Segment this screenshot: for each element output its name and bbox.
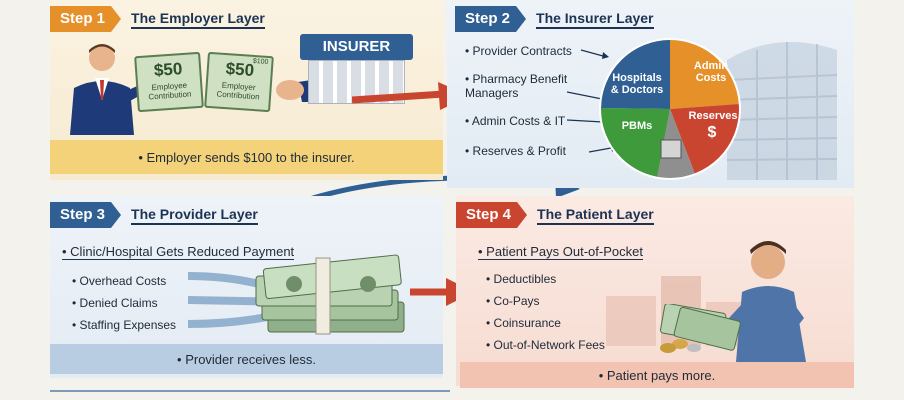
bill-left-caption: Employee Contribution — [148, 80, 192, 102]
insurer-item-1: • Pharmacy Benefit Managers — [465, 72, 568, 100]
step2-title: The Insurer Layer — [536, 9, 654, 29]
bill-right: $50 Employer Contribution $100 — [204, 51, 274, 113]
step3-header: Step 3 The Provider Layer — [50, 202, 258, 228]
step1-summary-bar: • Employer sends $100 to the insurer. — [50, 140, 443, 174]
bill-right-caption: Employer Contribution — [216, 80, 260, 102]
pie-slice-pbms — [600, 108, 670, 178]
step1-summary: Employer sends $100 to the insurer. — [146, 149, 355, 165]
step4-badge: Step 4 — [456, 202, 527, 228]
step2-badge: Step 2 — [455, 6, 526, 32]
cash-in-hand-icon — [660, 304, 741, 353]
bill-left-amount: $50 — [153, 59, 183, 80]
patient-item-3: • Out-of-Network Fees — [486, 338, 605, 352]
insurer-pie-chart — [599, 38, 741, 180]
pie-slice-reserves — [670, 104, 740, 174]
bottom-divider — [50, 390, 450, 392]
provider-layer-panel: Step 3 The Provider Layer • Clinic/Hospi… — [50, 196, 443, 378]
step2-header: Step 2 The Insurer Layer — [455, 6, 654, 32]
insurer-sign: INSURER — [300, 34, 413, 60]
step3-summary: Provider receives less. — [185, 351, 316, 367]
pie-label-reserves: Reserves — [688, 110, 738, 122]
insurer-item-0: • Provider Contracts — [465, 44, 572, 58]
pie-label-admin: Admin Costs — [693, 60, 729, 84]
step4-summary-bar: • Patient pays more. — [460, 362, 854, 388]
money-stack-icon — [255, 254, 405, 335]
step4-summary: Patient pays more. — [606, 367, 716, 383]
step3-summary-bar: • Provider receives less. — [50, 344, 443, 374]
provider-item-1: • Denied Claims — [72, 296, 158, 310]
employer-layer-panel: Step 1 The Employer Layer $50 Employee C… — [50, 0, 443, 180]
provider-item-0: • Overhead Costs — [72, 274, 167, 288]
patient-layer-panel: Step 4 The Patient Layer • Patient Pays … — [456, 196, 854, 388]
pie-slice-admin — [670, 39, 739, 109]
bill-left: $50 Employee Contribution — [134, 51, 204, 113]
insurer-item-3: • Reserves & Profit — [465, 144, 566, 158]
patient-item-2: • Coinsurance — [486, 316, 561, 330]
bill-corner-value: $100 — [252, 57, 269, 66]
pie-slice-hospitals — [601, 39, 670, 109]
insurer-building: INSURER — [300, 34, 413, 104]
pie-label-pbms: PBMs — [621, 120, 653, 132]
step4-header: Step 4 The Patient Layer — [456, 202, 654, 228]
step3-badge: Step 3 — [50, 202, 121, 228]
patient-item-1: • Co-Pays — [486, 294, 540, 308]
businessman-icon — [70, 44, 142, 135]
step3-title: The Provider Layer — [131, 205, 258, 225]
pie-label-reserves-symbol: $ — [707, 124, 717, 141]
provider-item-2: • Staffing Expenses — [72, 318, 177, 332]
step1-badge: Step 1 — [50, 6, 121, 32]
patient-heading: • Patient Pays Out-of-Pocket — [478, 244, 643, 260]
pie-label-hospitals: Hospitals & Doctors — [610, 72, 664, 96]
step1-title: The Employer Layer — [131, 9, 265, 29]
insurer-item-2: • Admin Costs & IT — [465, 114, 566, 128]
cash-stack-icon — [660, 139, 682, 159]
provider-heading: • Clinic/Hospital Gets Reduced Payment — [62, 244, 295, 260]
step4-title: The Patient Layer — [537, 205, 654, 225]
office-building-icon — [726, 42, 838, 180]
step1-header: Step 1 The Employer Layer — [50, 6, 265, 32]
patient-item-0: • Deductibles — [486, 272, 557, 286]
insurer-layer-panel: Step 2 The Insurer Layer • Provider Cont… — [447, 0, 854, 188]
